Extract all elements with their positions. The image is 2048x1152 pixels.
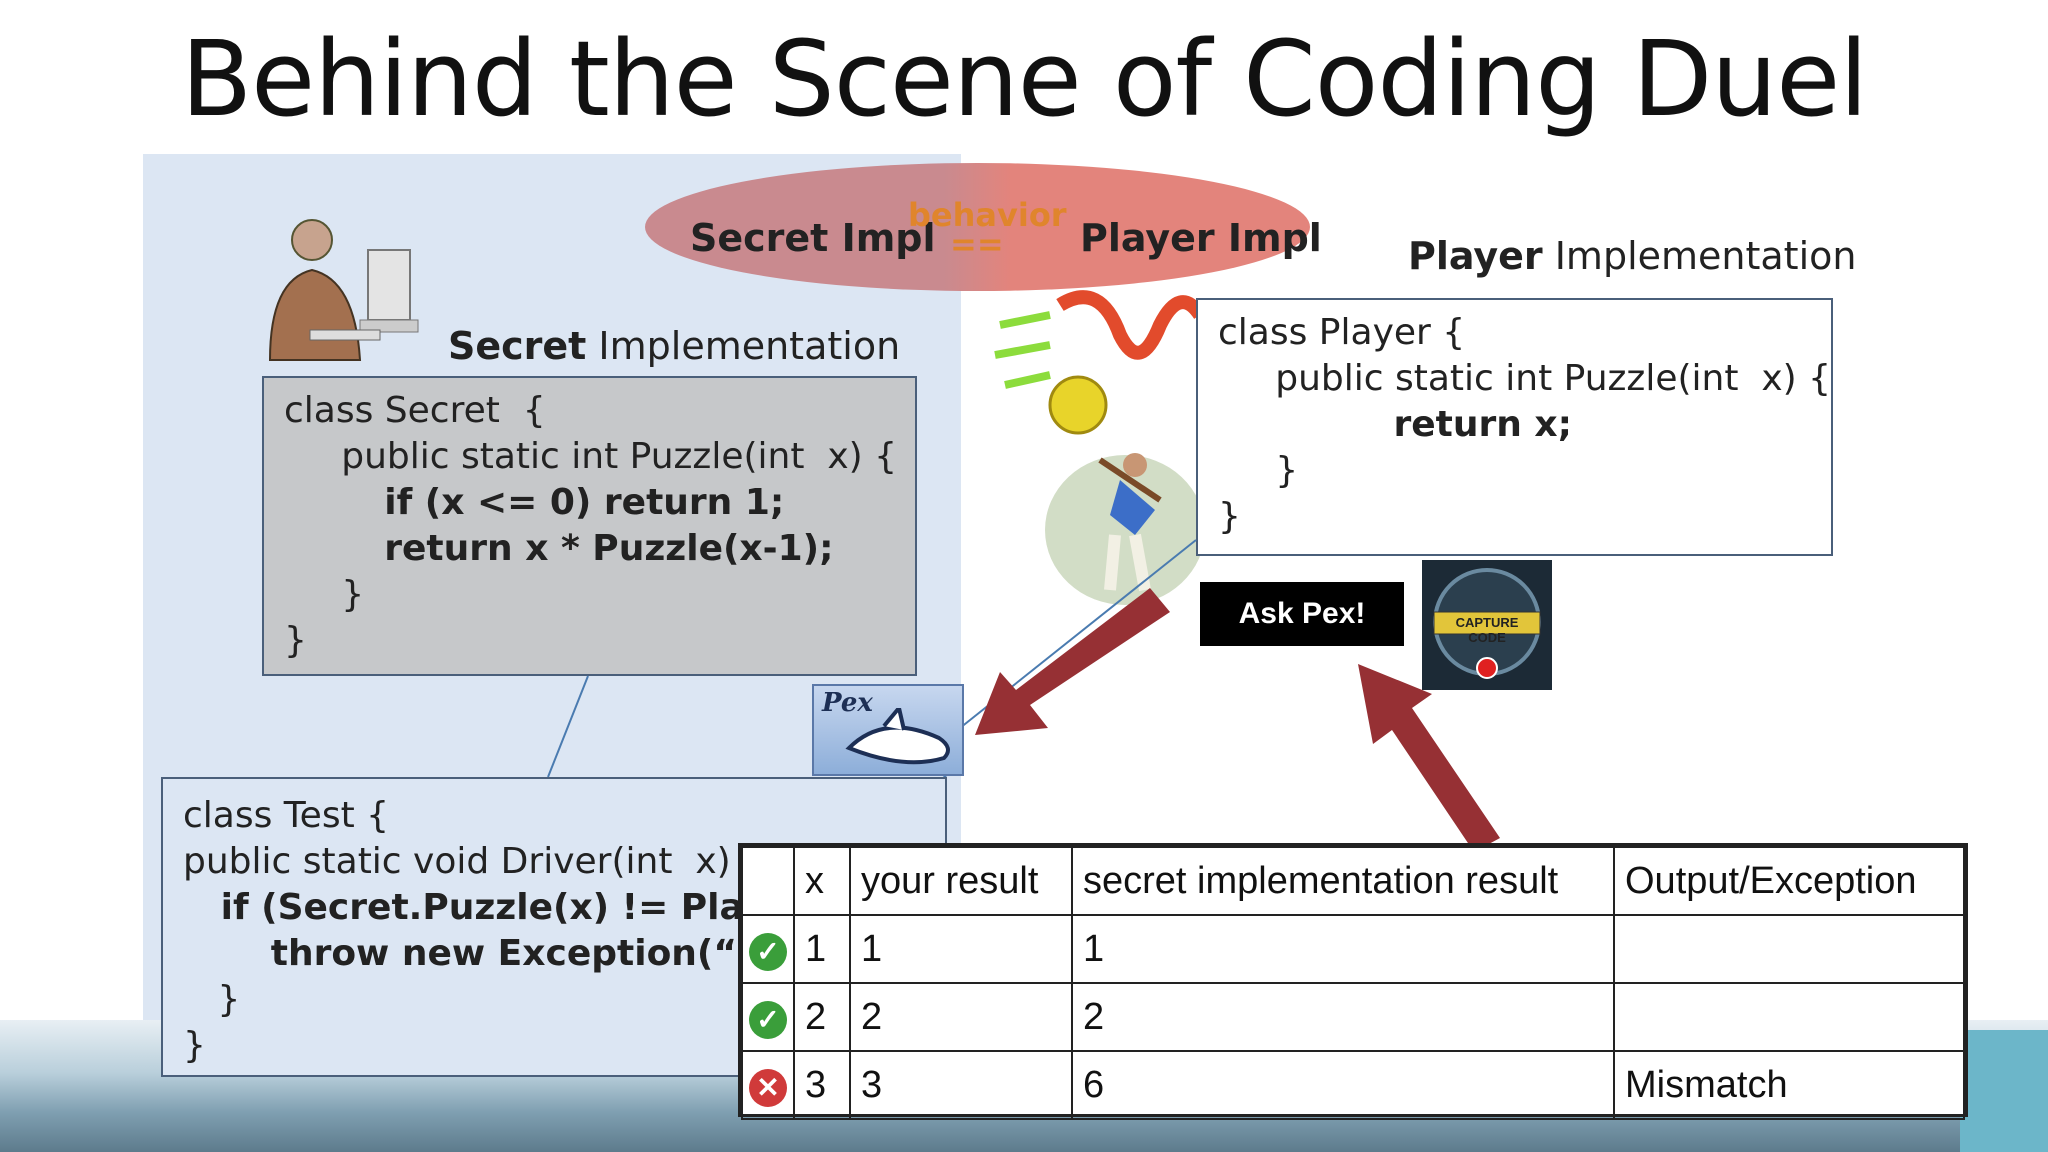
code-line: } [183, 1025, 206, 1066]
player-code-box: class Player { public static int Puzzle(… [1196, 298, 1833, 556]
secret-heading-bold: Secret [448, 324, 587, 368]
code-line: } [1218, 496, 1241, 537]
cell-your-result: 2 [849, 982, 1073, 1052]
table-row[interactable]: ✓ 2 2 2 [741, 982, 1965, 1052]
cell-x: 3 [793, 1050, 851, 1120]
cell-output [1613, 914, 1965, 984]
equals-label: == [950, 225, 1004, 263]
table-header-row: x your result secret implementation resu… [741, 846, 1965, 916]
baseball-player-icon [1045, 453, 1205, 605]
capture-dial-icon [1433, 568, 1541, 679]
header-your-result: your result [849, 846, 1073, 916]
code-line: return x * Puzzle(x-1); [284, 528, 834, 569]
table-row[interactable]: ✓ 1 1 1 [741, 914, 1965, 984]
player-heading-rest: Implementation [1542, 234, 1857, 278]
header-status [741, 846, 795, 916]
secret-implementation-heading: Secret Implementation [448, 324, 900, 368]
behavior-comparison-ellipse [645, 163, 1310, 291]
bottom-right-accent [1960, 1030, 2048, 1152]
person-at-computer-icon [268, 219, 419, 361]
header-x: x [793, 846, 851, 916]
cell-x: 1 [793, 914, 851, 984]
shark-icon [845, 708, 950, 765]
code-line: if (x <= 0) return 1; [284, 482, 785, 523]
code-line: public static void Driver(int x) { [183, 841, 766, 882]
ellipse-secret-impl-label: Secret Impl [690, 216, 936, 260]
capture-code-label: CAPTURE CODE [1455, 615, 1519, 645]
status-cell: ✓ [741, 914, 795, 984]
status-cell: ✕ [741, 1050, 795, 1120]
code-line: return x; [1218, 404, 1573, 445]
status-cell: ✓ [741, 982, 795, 1052]
cell-your-result: 1 [849, 914, 1073, 984]
code-line: } [1218, 450, 1299, 491]
player-implementation-heading: Player Implementation [1408, 234, 1856, 278]
check-icon: ✓ [749, 1000, 787, 1039]
header-output-exception: Output/Exception [1613, 846, 1965, 916]
results-table: x your result secret implementation resu… [738, 843, 1968, 1120]
secret-heading-rest: Implementation [586, 324, 901, 368]
code-line: } [284, 620, 307, 661]
table-row[interactable]: ✕ 3 3 6 Mismatch [741, 1050, 1965, 1120]
ellipse-player-impl-label: Player Impl [1080, 216, 1322, 260]
cell-secret-result: 6 [1071, 1050, 1615, 1120]
code-line: public static int Puzzle(int x) { [1218, 358, 1832, 399]
cell-secret-result: 2 [1071, 982, 1615, 1052]
slide-title: Behind the Scene of Coding Duel [180, 18, 1868, 140]
pex-logo: Pex [812, 684, 964, 776]
ask-pex-button[interactable]: Ask Pex! [1200, 582, 1404, 646]
secret-code-box: class Secret { public static int Puzzle(… [262, 376, 917, 676]
check-icon: ✓ [749, 932, 787, 971]
code-line: class Player { [1218, 312, 1466, 353]
behavior-label: behavior [908, 196, 1067, 234]
code-line: } [183, 979, 241, 1020]
cell-x: 2 [793, 982, 851, 1052]
capture-code-button[interactable]: CAPTURE CODE [1422, 560, 1552, 690]
code-line: class Secret { [284, 390, 546, 431]
pex-logo-text: Pex [822, 688, 873, 718]
header-secret-result: secret implementation result [1071, 846, 1615, 916]
code-line: public static int Puzzle(int x) { [284, 436, 898, 477]
medal-icon [994, 290, 1206, 435]
code-line: } [284, 574, 365, 615]
code-line: class Test { [183, 795, 390, 836]
cell-secret-result: 1 [1071, 914, 1615, 984]
player-heading-bold: Player [1408, 234, 1543, 278]
cell-output: Mismatch [1613, 1050, 1965, 1120]
error-x-icon: ✕ [749, 1068, 787, 1107]
cell-your-result: 3 [849, 1050, 1073, 1120]
cell-output [1613, 982, 1965, 1052]
